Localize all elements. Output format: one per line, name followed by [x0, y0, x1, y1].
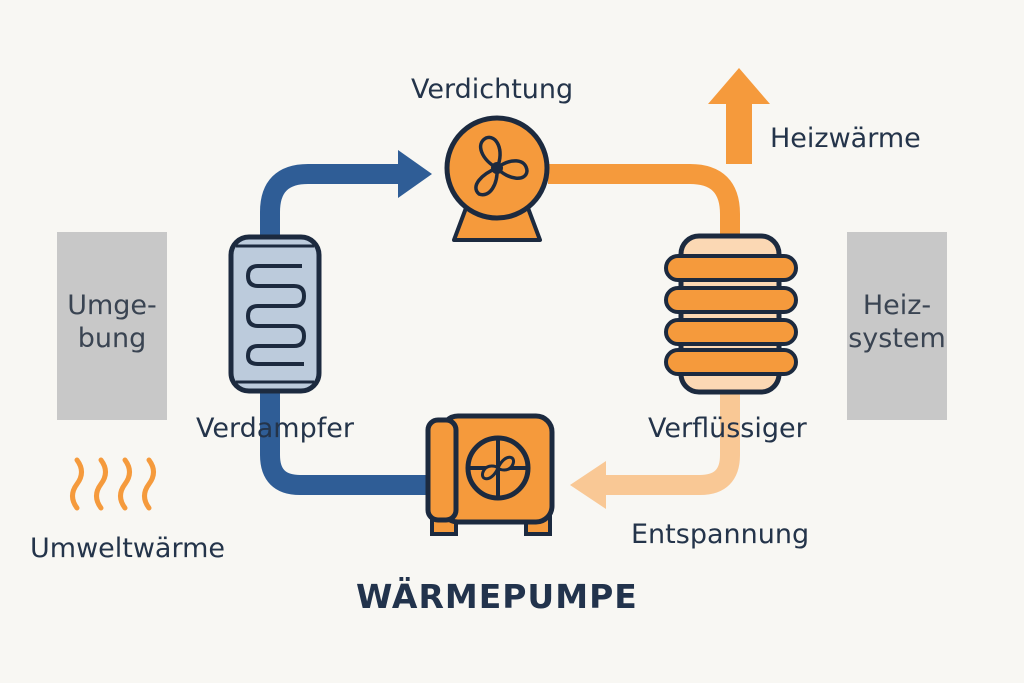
heat-output-label: Heizwärme: [770, 123, 921, 154]
condenser-coil-icon: [664, 233, 798, 395]
flow-arrowhead-to-compressor: [398, 150, 432, 198]
flow-condenser-to-expansion: [600, 388, 740, 495]
environment-box: [57, 232, 167, 420]
compression-label: Verdichtung: [411, 74, 574, 105]
compressor-fan-icon: [444, 115, 550, 242]
heating-system-box-label: Heiz- system: [843, 290, 951, 356]
ambient-heat-label: Umweltwärme: [30, 533, 226, 564]
expansion-valve-icon: [425, 413, 555, 536]
flow-evaporator-to-compressor: [260, 164, 405, 240]
expansion-label: Entspannung: [631, 519, 810, 550]
environment-line-2: bung: [77, 322, 147, 354]
flow-compressor-to-condenser: [548, 164, 740, 245]
evaporator-label: Verdampfer: [196, 413, 354, 444]
environment-box-label: Umge- bung: [57, 290, 167, 356]
environment-line-1: Umge-: [67, 290, 157, 321]
flow-expansion-to-evaporator: [260, 388, 436, 495]
evaporator-coil-icon: [228, 234, 322, 394]
heat-output-arrow-icon: [708, 68, 770, 164]
ambient-heat-waves-icon: [70, 457, 156, 511]
heating-system-box: [847, 232, 947, 420]
diagram-title: WÄRMEPUMPE: [356, 577, 638, 616]
heating-system-line-1: Heiz-: [862, 290, 932, 321]
flow-arrowhead-to-expansion: [570, 461, 606, 509]
heating-system-line-2: system: [848, 322, 946, 354]
condenser-label: Verflüssiger: [648, 413, 807, 444]
